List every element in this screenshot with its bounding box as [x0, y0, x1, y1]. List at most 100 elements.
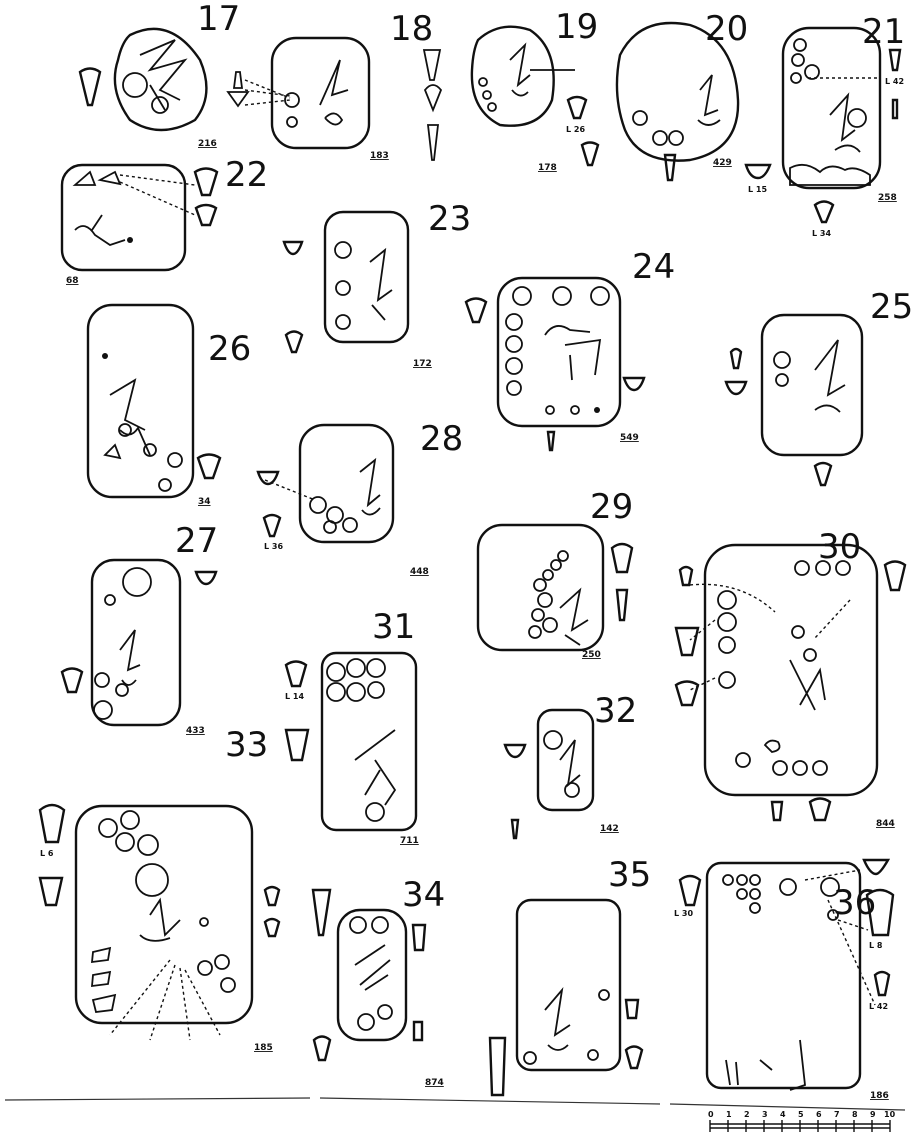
vessel-icon — [546, 430, 556, 452]
baseline-rule — [4, 1097, 906, 1111]
scale-tick: 6 — [816, 1110, 822, 1119]
grid-ref: 448 — [410, 567, 429, 577]
grave-number: 32 — [594, 691, 637, 731]
pot — [151, 96, 169, 114]
vessel-icon — [284, 660, 310, 762]
grave-outline — [705, 861, 862, 1090]
grave-35: 35 — [488, 855, 651, 1097]
grave-number: 27 — [175, 521, 218, 561]
grave-20: 20 429 — [615, 9, 748, 182]
grave-number: 33 — [225, 725, 268, 765]
vessel-icon — [566, 95, 588, 120]
vessel-icon — [865, 888, 895, 937]
grid-ref: 186 — [870, 1091, 889, 1101]
grave-number: 22 — [225, 155, 268, 195]
skeleton — [697, 74, 721, 126]
grave-31: 31 L 14 711 — [284, 607, 419, 846]
grave-outline — [270, 36, 371, 150]
leader-lines — [244, 79, 291, 106]
vessel-icon — [813, 200, 835, 224]
grave-outline — [515, 898, 622, 1072]
grid-ref: 68 — [66, 276, 79, 286]
grave-number: 31 — [372, 607, 415, 647]
skeleton — [354, 944, 391, 991]
vessel-label: L 42 — [885, 77, 904, 86]
grave-29: 29 250 — [476, 487, 634, 660]
grid-ref: 34 — [198, 497, 211, 507]
grave-outline — [86, 303, 195, 499]
vessel-icon — [873, 970, 891, 997]
skeleton — [359, 457, 381, 516]
vessel-icon — [488, 1036, 507, 1097]
grave-outline — [470, 25, 555, 127]
bowl-icon — [256, 470, 280, 486]
grave-number: 34 — [402, 875, 445, 915]
grid-ref: 258 — [878, 193, 897, 203]
vessel-label: L 6 — [40, 849, 54, 858]
scale-tick: 2 — [744, 1110, 750, 1119]
grave-24: 24 549 — [464, 247, 675, 452]
grave-number: 23 — [428, 199, 471, 239]
grave-21: 21 L 42 L 34 L 15 258 — [744, 12, 905, 238]
scale-bar: 0 1 2 3 4 5 6 7 8 9 10 — [708, 1110, 896, 1132]
vessel-label: L 30 — [674, 909, 693, 918]
skeleton — [119, 629, 141, 686]
leader-lines — [804, 869, 876, 1006]
grid-ref: 429 — [713, 158, 732, 168]
vessel-icon — [78, 67, 102, 107]
leader-lines — [119, 174, 196, 216]
grave-number: 18 — [390, 9, 433, 49]
skeleton — [354, 729, 397, 806]
pot — [286, 116, 298, 128]
vessel-icon — [724, 347, 748, 396]
grave-outline — [476, 523, 605, 652]
skeleton — [559, 587, 589, 646]
skeleton — [509, 42, 531, 97]
vessel-icon — [663, 153, 677, 182]
grave-34: 34 874 — [311, 875, 445, 1088]
grid-ref: 549 — [620, 433, 639, 443]
grave-number: 29 — [590, 487, 633, 527]
grid-ref: 874 — [425, 1078, 444, 1088]
grave-17: 17 216 — [78, 0, 240, 149]
grave-outline — [60, 163, 187, 272]
pot — [122, 72, 148, 98]
skeleton — [319, 59, 349, 126]
grave-outline — [336, 908, 408, 1042]
grave-28: 28 L 36 448 — [256, 419, 463, 577]
grave-outline — [323, 210, 410, 344]
bowl-icon — [862, 858, 891, 876]
bowl-icon — [194, 570, 218, 586]
skeleton — [725, 1039, 806, 1091]
grid-ref: 183 — [370, 151, 389, 161]
grid-ref: 185 — [254, 1043, 273, 1053]
grave-number: 28 — [420, 419, 463, 459]
grave-outline — [113, 27, 208, 132]
grid-ref: 142 — [600, 824, 619, 834]
grave-outline — [760, 313, 864, 457]
pottery — [90, 946, 117, 1013]
pot — [284, 92, 300, 108]
bowl-icon — [282, 240, 304, 256]
pottery — [103, 443, 122, 460]
scale-tick: 7 — [834, 1110, 840, 1119]
grave-number: 26 — [208, 329, 251, 369]
grave-30: 30 844 — [674, 527, 907, 829]
skeleton — [139, 897, 181, 942]
vessel-icon — [674, 565, 700, 707]
vessel-icon — [888, 48, 902, 120]
bowl-icon — [744, 163, 772, 180]
vessel-icon — [284, 330, 304, 354]
vessel-icon — [503, 743, 527, 840]
skeleton — [369, 247, 393, 321]
vessel-icon — [610, 542, 634, 622]
vessel-icon — [38, 803, 66, 844]
scale-tick: 1 — [726, 1110, 732, 1119]
skeleton — [829, 92, 861, 153]
grave-32: 32 142 — [503, 691, 637, 840]
grave-number: 19 — [555, 7, 598, 47]
grave-33: 33 L 6 185 — [38, 725, 281, 1053]
grave-outline — [298, 423, 395, 544]
skeleton — [74, 214, 126, 246]
grave-25: 25 — [724, 287, 913, 487]
